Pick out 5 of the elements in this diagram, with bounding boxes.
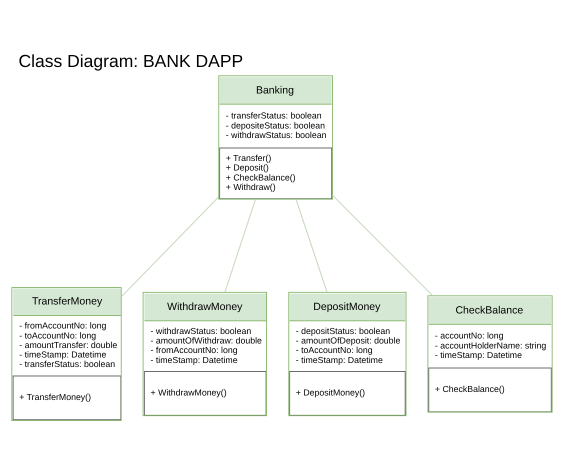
connector: [332, 194, 433, 296]
connector: [224, 198, 256, 292]
connector: [121, 196, 219, 297]
diagram-title: Class Diagram: BANK DAPP: [18, 50, 244, 70]
connector: [296, 198, 328, 292]
